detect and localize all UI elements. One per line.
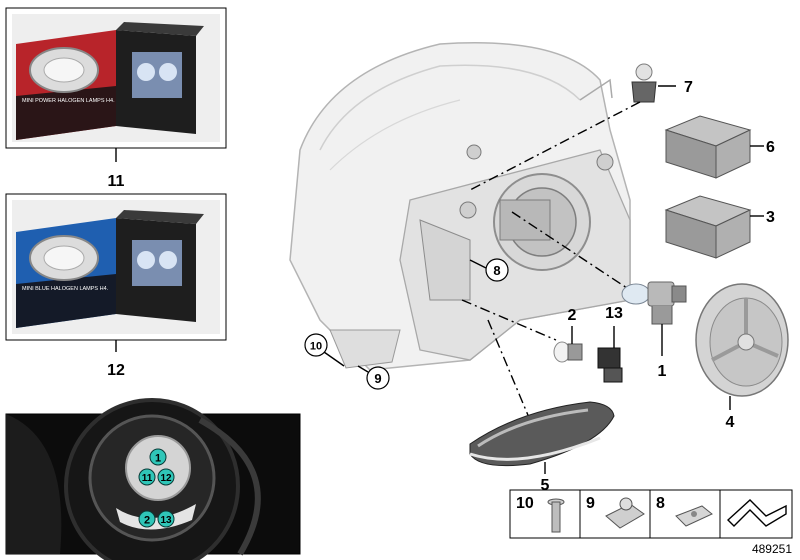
callout-1: 1 <box>658 363 667 380</box>
clip-nut-icon <box>605 497 645 529</box>
legend-8-label: 8 <box>656 495 665 512</box>
adjuster-screw <box>596 153 614 171</box>
part-7-bulb-holder[interactable] <box>631 63 657 103</box>
bulb-icon <box>137 63 155 81</box>
svg-text:12: 12 <box>160 473 172 484</box>
callout-8: 8 <box>493 263 500 278</box>
part-5-led-ring[interactable] <box>469 401 615 467</box>
adjuster-screw <box>459 201 477 219</box>
screw-icon <box>547 498 565 533</box>
diagram-id: 489251 <box>752 542 792 556</box>
inset-badge-1: 1 <box>149 448 167 466</box>
callout-12: 12 <box>107 362 125 379</box>
legend-9-label: 9 <box>586 495 595 512</box>
callout-10: 10 <box>310 341 322 353</box>
part-2-side-bulb[interactable] <box>553 341 583 363</box>
callout-10-circle <box>304 333 328 357</box>
inset-rear-view[interactable] <box>5 398 301 560</box>
bulb-icon <box>159 63 177 81</box>
part-4-dust-cap[interactable] <box>695 283 789 397</box>
callout-5: 5 <box>541 477 550 494</box>
svg-text:1: 1 <box>155 453 161 465</box>
callout-4: 4 <box>726 414 735 431</box>
callout-9: 9 <box>374 371 381 386</box>
svg-text:11: 11 <box>142 473 153 484</box>
adjuster-screw <box>466 144 482 160</box>
spring-nut-icon <box>675 505 713 527</box>
bulb-icon <box>159 251 177 269</box>
inset-badge-13: 13 <box>157 510 175 528</box>
svg-text:2: 2 <box>144 515 150 527</box>
callout-7: 7 <box>684 79 693 96</box>
inset-badge-11: 11 <box>138 468 156 486</box>
inset-badge-2: 2 <box>138 510 156 528</box>
blue-box-text: MINI BLUE HALOGEN LAMPS H4. <box>22 286 109 292</box>
bulb-icon <box>137 251 155 269</box>
side-light-socket <box>116 504 196 530</box>
callout-3: 3 <box>766 209 775 226</box>
legend-10-label: 10 <box>516 495 534 512</box>
headlight-housing[interactable] <box>289 42 631 371</box>
part-3-package[interactable] <box>664 195 752 259</box>
callout-2: 2 <box>568 307 577 324</box>
bracket-profile-icon <box>726 499 787 527</box>
part-1-h4-bulb[interactable] <box>621 281 687 325</box>
photo-blue-halogen[interactable]: MINI BLUE HALOGEN LAMPS H4. <box>5 193 227 341</box>
power-box-text: MINI POWER HALOGEN LAMPS H4. <box>22 98 115 104</box>
main-bulb-socket <box>125 435 191 501</box>
callout-9-circle <box>366 366 390 390</box>
photo-power-halogen[interactable]: MINI POWER HALOGEN LAMPS H4. <box>5 7 227 149</box>
mounting-bracket <box>329 329 401 369</box>
callout-6: 6 <box>766 139 775 156</box>
inset-badge-12: 12 <box>157 468 175 486</box>
callout-11: 11 <box>108 173 125 190</box>
callout-13: 13 <box>605 305 623 322</box>
svg-text:13: 13 <box>160 515 172 526</box>
part-6-package[interactable] <box>664 115 752 179</box>
part-13-socket[interactable] <box>597 347 623 383</box>
callout-8-circle <box>485 258 509 282</box>
